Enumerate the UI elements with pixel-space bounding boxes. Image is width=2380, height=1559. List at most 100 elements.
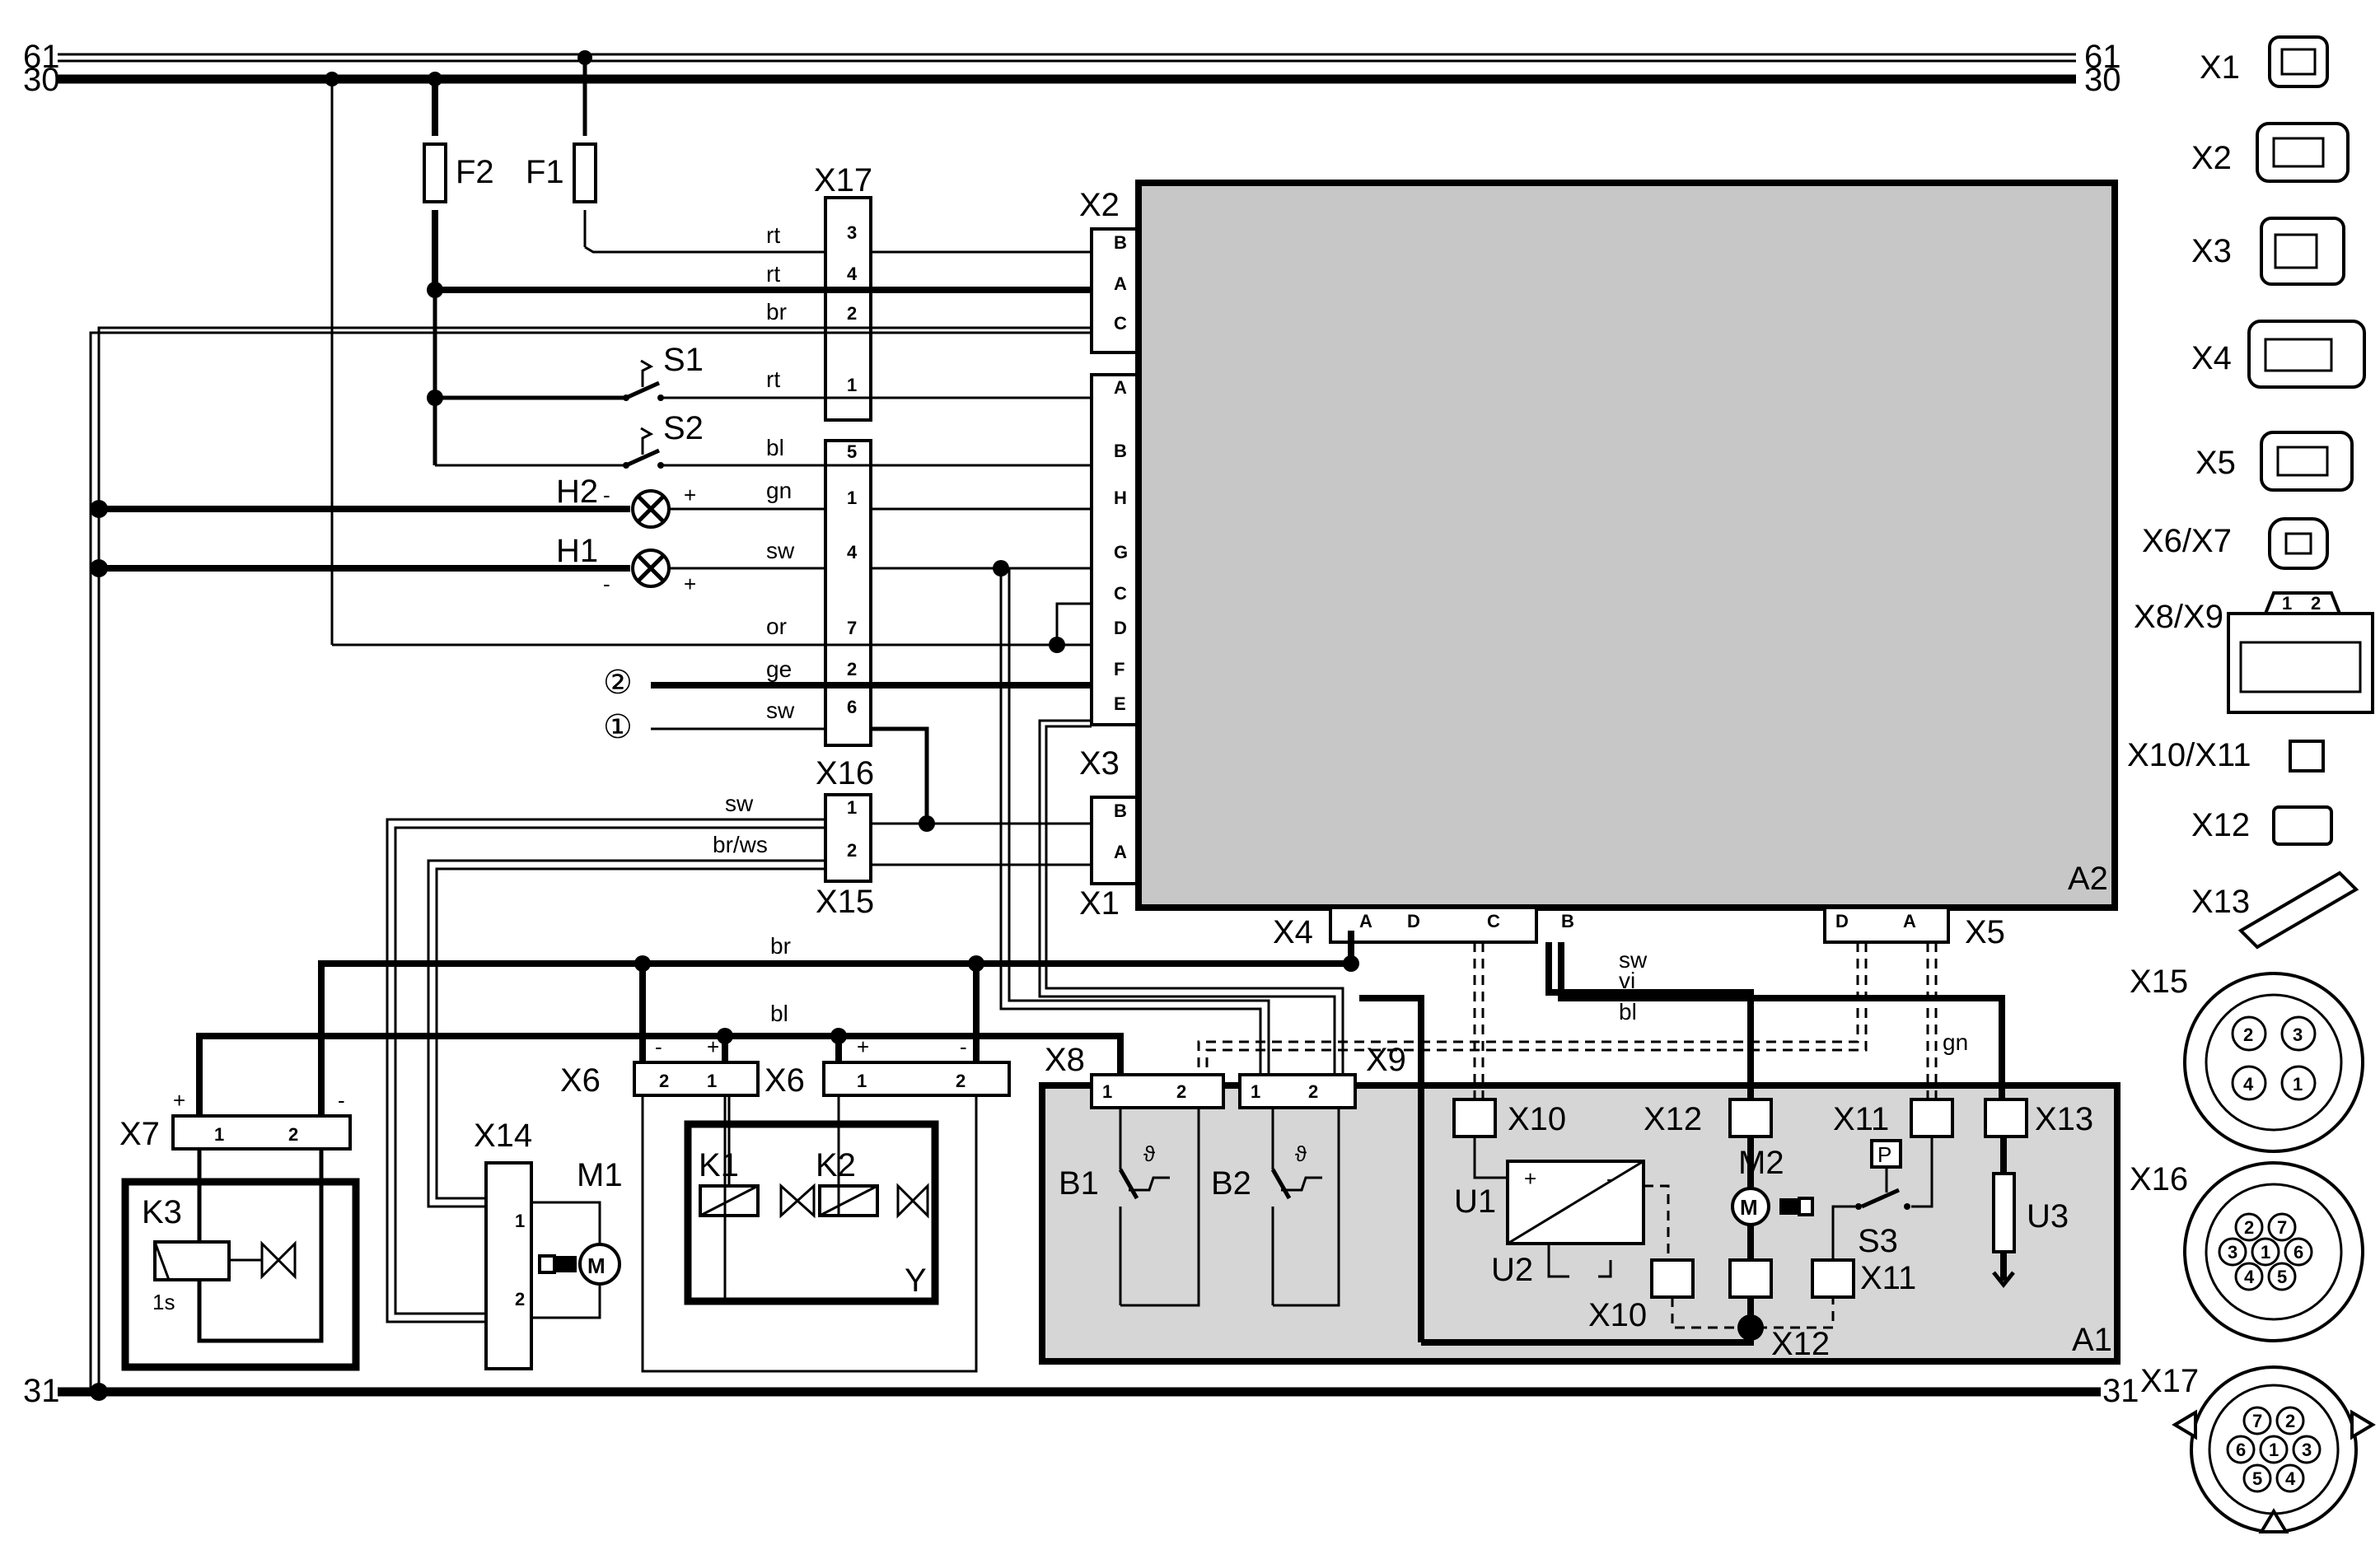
legend-x12: X12 [2191,807,2250,843]
connector-x6-left: X6 2 1 - + [560,1034,760,1099]
connector-x14: X14 1 2 [474,1118,533,1370]
svg-text:sw: sw [725,791,754,816]
m2-label: M2 [1738,1145,1784,1181]
svg-text:M: M [1740,1195,1758,1220]
k2-label: K2 [816,1147,856,1183]
svg-text:C: C [1487,911,1500,931]
x6-right-label: X6 [764,1062,805,1099]
control-unit-a2: A2 [1135,180,2118,911]
x10-bottom-label: X10 [1588,1297,1647,1333]
connector-x5: X5 D A [1823,906,2005,950]
svg-text:3: 3 [2293,1025,2303,1045]
svg-text:B: B [1114,232,1127,253]
x13-label: X13 [2035,1101,2093,1137]
relay-k3: K3 1s [121,1149,360,1371]
x4-label: X4 [1273,914,1313,950]
svg-text:2: 2 [2244,1217,2254,1238]
svg-text:B: B [1561,911,1574,931]
svg-text:G: G [1114,542,1128,562]
svg-text:5: 5 [2252,1468,2262,1489]
fuse-f1: F1 [526,58,597,247]
svg-text:2: 2 [659,1071,669,1091]
svg-text:P: P [1877,1142,1891,1167]
svg-text:4: 4 [847,264,858,284]
x9-label: X9 [1366,1042,1406,1078]
svg-text:2: 2 [847,840,857,861]
svg-text:2: 2 [288,1124,298,1145]
svg-text:2: 2 [2243,1025,2253,1045]
connector-x2: X2 B A C [1079,187,1139,354]
svg-text:B: B [1114,441,1127,461]
connector-x4: X4 A D C B [1273,906,1574,950]
svg-text:1: 1 [857,1071,867,1091]
legend-x5: X5 [2195,445,2236,481]
svg-text:3: 3 [2302,1440,2312,1460]
x2-label: X2 [1079,187,1120,223]
svg-text:4: 4 [2285,1468,2296,1489]
x12-bottom-label: X12 [1771,1326,1830,1362]
svg-text:4: 4 [847,542,858,562]
svg-text:-: - [338,1088,345,1113]
svg-text:br: br [766,299,787,324]
svg-text:M: M [587,1253,606,1278]
svg-text:1: 1 [2261,1242,2270,1263]
svg-text:gn: gn [1943,1029,1968,1055]
svg-text:br: br [770,933,791,959]
svg-text:ϑ: ϑ [1143,1141,1156,1166]
connector-legend: X1 X2 X3 X4 X5 X6/X7 X8/X9 1 2 X10/X11 X… [2127,35,2376,1533]
svg-text:gn: gn [766,478,792,503]
k3-label: K3 [142,1194,182,1230]
svg-text:H: H [1114,488,1127,508]
s3-label: S3 [1858,1223,1898,1259]
svg-text:bl: bl [766,435,784,460]
svg-text:1: 1 [2282,593,2292,614]
switch-s1: S1 [623,342,704,401]
svg-text:sw: sw [766,538,795,563]
motor-m2: M M2 [1731,1145,1814,1226]
svg-text:7: 7 [847,618,857,638]
terminal-1: ① [603,709,633,745]
x8-label: X8 [1045,1042,1085,1078]
svg-text:E: E [1114,693,1126,714]
legend-x4: X4 [2191,340,2232,376]
svg-text:3: 3 [847,222,857,243]
thermal-switch-b1: B1 ϑ [1059,1108,1200,1307]
a2-label: A2 [2068,861,2108,897]
converter-u1: + - U1 [1454,1160,1645,1245]
x14-label: X14 [474,1118,532,1154]
svg-text:br/ws: br/ws [713,832,768,857]
rail-61-label-right: 61 [2084,39,2121,75]
svg-text:rt: rt [766,261,780,287]
rail-31: 31 31 [23,1373,2139,1409]
connector-x8: X8 1 2 [1045,1042,1225,1109]
rail-61-label-left: 61 [23,39,60,75]
x5-label: X5 [1965,914,2005,950]
svg-text:1: 1 [2269,1440,2279,1460]
svg-text:B: B [1114,801,1127,821]
connector-x1: X1 B A [1079,796,1139,922]
x3-label: X3 [1079,745,1120,782]
u3-label: U3 [2027,1198,2069,1235]
x10-top-label: X10 [1508,1101,1566,1137]
legend-x1: X1 [2200,49,2240,86]
svg-text:-: - [655,1034,662,1059]
legend-x10x11: X10/X11 [2127,737,2251,773]
fuse-f2: F2 [423,79,494,290]
x11-top-label: X11 [1833,1101,1889,1137]
rail-31-label-right: 31 [2102,1373,2139,1409]
svg-text:bl: bl [1619,999,1637,1025]
svg-text:2: 2 [847,659,857,679]
svg-text:+: + [684,483,696,507]
svg-text:2: 2 [1308,1081,1318,1102]
svg-text:sw: sw [1619,947,1648,973]
a1-label: A1 [2072,1322,2112,1358]
svg-text:A: A [1359,911,1372,931]
svg-text:1: 1 [1102,1081,1112,1102]
x16-label: X16 [816,755,874,791]
terminal-2: ② [603,665,633,701]
legend-x15: X15 [2130,964,2188,1000]
b1-label: B1 [1059,1165,1099,1202]
connector-x9: X9 1 2 [1238,1042,1406,1109]
b2-label: B2 [1211,1165,1251,1202]
svg-text:3: 3 [2228,1242,2237,1263]
